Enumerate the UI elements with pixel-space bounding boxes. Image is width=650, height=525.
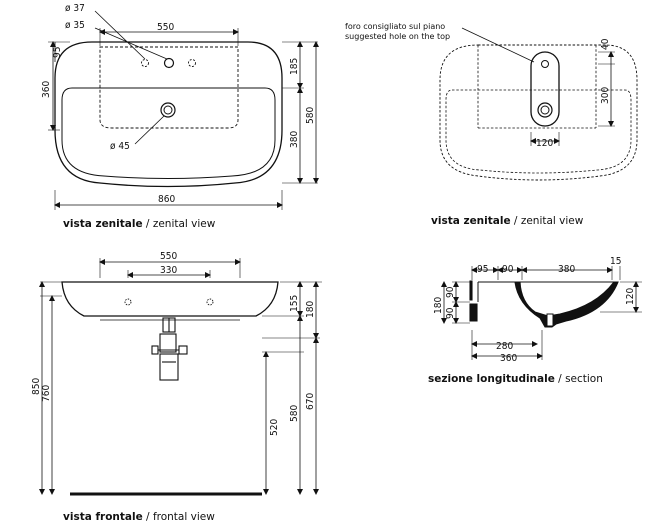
dim-label: ø 45 xyxy=(110,141,130,152)
hole-note-it: foro consigliato sul piano xyxy=(345,22,446,31)
front-view xyxy=(39,258,322,496)
section-view-labels: 95 90 380 15 180 90 90 120 280 360 xyxy=(433,256,636,364)
dim-label: ø 37 xyxy=(65,3,85,14)
dim-label: 860 xyxy=(158,194,175,205)
caption-normal: section xyxy=(565,373,603,385)
top-view-1-labels: ø 37 ø 35 550 95 360 185 380 580 ø 45 86… xyxy=(41,3,316,205)
caption-front-view: vista frontale / frontal view xyxy=(63,511,215,523)
dim-label: 550 xyxy=(157,22,174,33)
dim-label: 580 xyxy=(289,405,300,422)
dim-label: 360 xyxy=(500,353,517,364)
dim-label: 180 xyxy=(433,297,444,314)
dim-label: 520 xyxy=(269,419,280,436)
caption-bold: vista zenitale xyxy=(431,215,511,227)
drain-inner xyxy=(163,105,173,115)
section-cut xyxy=(469,280,473,301)
front-view-labels: 550 330 155 180 850 760 520 580 670 xyxy=(31,251,316,436)
section-view xyxy=(441,266,642,360)
basin-outline-dashed xyxy=(439,44,638,181)
dim-label: 380 xyxy=(289,131,300,148)
dim-label: 670 xyxy=(305,393,316,410)
hole-note-en: suggested hole on the top xyxy=(345,32,451,41)
dim-label: 185 xyxy=(289,58,300,75)
dim-label: 40 xyxy=(600,38,611,50)
dim-label: 300 xyxy=(600,87,611,104)
dim-label: 120 xyxy=(536,138,553,149)
tap-hole-center xyxy=(163,57,175,69)
dim-label: 90 xyxy=(445,307,456,319)
bowl-inner-top xyxy=(61,87,276,179)
basin-section-profile xyxy=(514,281,619,328)
dim-label: 180 xyxy=(305,301,316,318)
dim-label: 90 xyxy=(445,286,456,298)
dim-label: 580 xyxy=(305,107,316,124)
caption-top-view: vista zenitale / zenital view xyxy=(63,218,216,230)
top-view-1 xyxy=(48,10,319,210)
siphon xyxy=(151,317,188,381)
dim-label: 760 xyxy=(41,385,52,402)
drain-outer xyxy=(160,102,176,118)
dim-label: ø 35 xyxy=(65,20,85,31)
dim-label: 95 xyxy=(52,47,63,58)
dim-label: 360 xyxy=(41,81,52,98)
top-view-2 xyxy=(439,27,638,181)
dim-label: 15 xyxy=(610,256,621,267)
drain-outer xyxy=(537,102,553,118)
caption-bold: sezione longitudinale xyxy=(428,373,555,385)
tap-hole-right xyxy=(188,59,196,67)
dim-label: 380 xyxy=(558,264,575,275)
hole-note: foro consigliato sul piano suggested hol… xyxy=(345,22,450,42)
top-view-2-labels: 40 300 120 xyxy=(536,38,611,149)
dim-label: 280 xyxy=(496,341,513,352)
dim-label: 95 xyxy=(477,264,488,275)
caption-top-view-hole: vista zenitale / zenital view xyxy=(431,215,584,227)
dim-label: 90 xyxy=(502,264,514,275)
dim-label: 550 xyxy=(160,251,177,262)
caption-normal: zenital view xyxy=(152,218,216,230)
suggested-hole-slot xyxy=(530,51,560,127)
caption-section: sezione longitudinale / section xyxy=(428,373,603,385)
caption-bold: vista frontale xyxy=(63,511,143,523)
caption-bold: vista zenitale xyxy=(63,218,143,230)
hidden-support xyxy=(99,46,239,129)
dim-label: 850 xyxy=(31,378,42,395)
tap-hole-left xyxy=(141,59,149,67)
caption-normal: zenital view xyxy=(520,215,584,227)
dim-label: 330 xyxy=(160,265,177,276)
dim-label: 120 xyxy=(625,288,636,305)
basin-front-profile xyxy=(61,281,279,317)
dim-label: 155 xyxy=(289,295,300,312)
caption-normal: frontal view xyxy=(152,511,215,523)
